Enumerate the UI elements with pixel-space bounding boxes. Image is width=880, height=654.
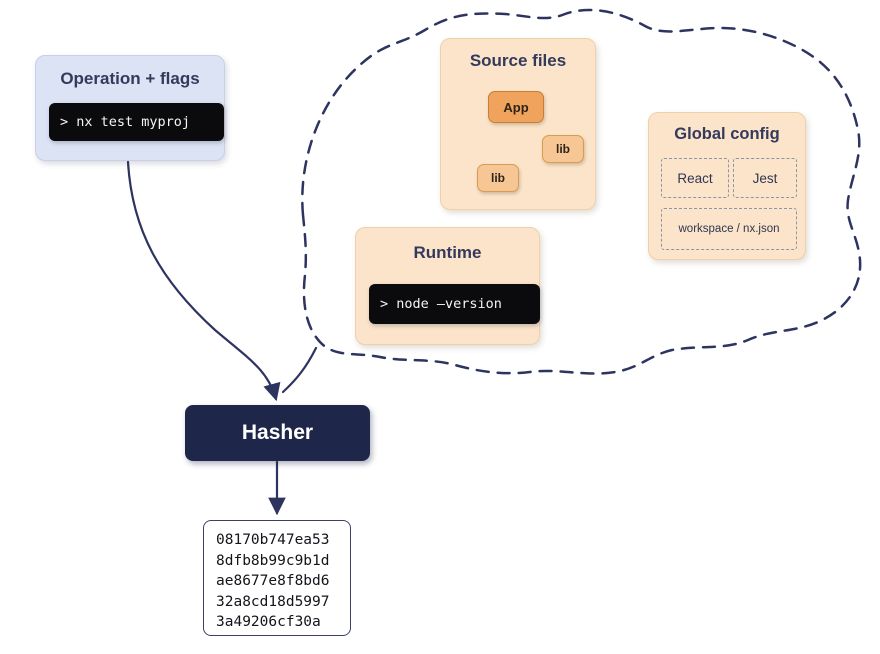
hash-line: 8dfb8b99c9b1d <box>216 552 330 569</box>
hash-output-box: 08170b747ea53 8dfb8b99c9b1d ae8677e8f8bd… <box>203 520 351 636</box>
global-config-panel: Global config React Jest workspace / nx.… <box>648 112 806 260</box>
config-cell-workspace: workspace / nx.json <box>661 208 797 250</box>
graph-node-app: App <box>488 91 544 123</box>
operation-flags-panel: Operation + flags > nx test myproj <box>35 55 225 161</box>
config-cell-jest: Jest <box>733 158 797 198</box>
config-cell-react: React <box>661 158 729 198</box>
config-jest-label: Jest <box>752 170 778 186</box>
hasher-label: Hasher <box>241 421 314 444</box>
source-files-title: Source files <box>469 51 567 70</box>
hash-line: ae8677e8f8bd6 <box>216 573 330 590</box>
graph-node-app-label: App <box>503 99 529 115</box>
runtime-panel: Runtime > node –version <box>355 227 540 345</box>
hash-line: 08170b747ea53 <box>216 532 330 548</box>
hash-line: 32a8cd18d5997 <box>216 593 330 610</box>
runtime-title: Runtime <box>413 243 482 262</box>
operation-command-terminal: > nx test myproj <box>49 103 224 141</box>
arrow-inputs-to-hasher <box>281 346 318 394</box>
config-workspace-label: workspace / nx.json <box>678 223 780 235</box>
hash-line: 3a49206cf30a <box>216 614 321 631</box>
arrow-operation-to-hasher <box>126 160 281 402</box>
graph-node-lib-left: lib <box>477 164 519 192</box>
hasher-node: Hasher <box>185 405 370 461</box>
operation-flags-title: Operation + flags <box>60 69 200 88</box>
graph-node-lib-right: lib <box>542 135 584 163</box>
runtime-command-text: > node –version <box>380 296 502 312</box>
runtime-command-terminal: > node –version <box>369 284 540 324</box>
graph-node-lib-left-label: lib <box>491 171 505 185</box>
operation-command-text: > nx test myproj <box>60 114 191 130</box>
global-config-title: Global config <box>674 125 780 143</box>
graph-node-lib-right-label: lib <box>556 142 570 156</box>
config-react-label: React <box>677 170 713 186</box>
source-files-panel: Source files App lib lib <box>440 38 596 210</box>
